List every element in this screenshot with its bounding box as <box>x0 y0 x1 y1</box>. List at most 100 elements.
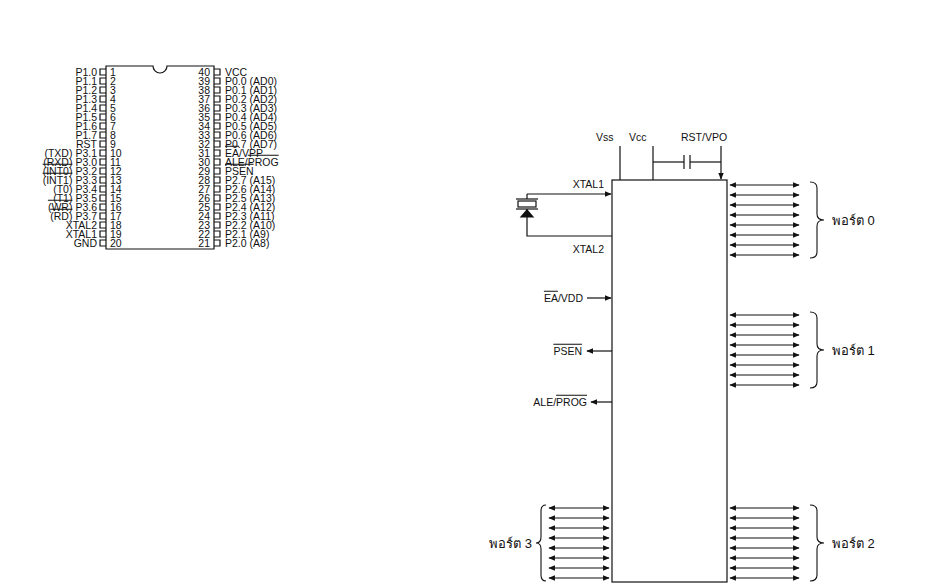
pin-stub <box>214 87 220 93</box>
port-arrow <box>730 234 799 235</box>
port-arrow <box>730 334 799 335</box>
capacitor-wire <box>653 161 684 162</box>
pin-stub <box>214 168 220 174</box>
pin-number: 20 <box>110 238 122 249</box>
signal-label: ALE/ <box>533 397 556 408</box>
pin-stub <box>214 186 220 192</box>
port-label: พอร์ต 0 <box>832 214 875 227</box>
pin-stub <box>214 78 220 84</box>
port-brace <box>810 312 824 388</box>
signal-label: PROG <box>556 397 587 408</box>
port-arrow <box>730 364 799 365</box>
psen-arrow <box>587 350 612 351</box>
pin-stub <box>100 123 106 129</box>
pin-stub <box>214 213 220 219</box>
pin-stub <box>100 69 106 75</box>
port-arrow <box>549 527 609 528</box>
pin-function: (A8) <box>250 238 270 249</box>
signal-label: /VDD <box>558 293 583 304</box>
port-arrow <box>730 184 799 185</box>
pin-stub <box>214 195 220 201</box>
pin-stub <box>100 186 106 192</box>
port-arrow <box>549 557 609 558</box>
port-arrow <box>730 527 799 528</box>
crystal-wire <box>527 209 612 236</box>
pin-stub <box>214 150 220 156</box>
port-brace <box>810 505 824 581</box>
port-arrow <box>730 224 799 225</box>
pin-stub <box>214 96 220 102</box>
port-arrow <box>730 244 799 245</box>
port-arrow <box>730 344 799 345</box>
pin-stub <box>100 177 106 183</box>
pin-stub <box>100 222 106 228</box>
vss-wire <box>619 146 620 180</box>
pin-stub <box>100 159 106 165</box>
pin-stub <box>214 141 220 147</box>
port-arrow <box>549 517 609 518</box>
supply-label: Vcc <box>629 132 647 143</box>
pin-stub <box>214 159 220 165</box>
crystal-symbol <box>518 201 536 207</box>
capacitor-wire <box>690 161 721 162</box>
port-label: พอร์ต 3 <box>489 537 532 550</box>
port-arrow <box>549 577 609 578</box>
pin-stub <box>100 96 106 102</box>
port-arrow <box>730 517 799 518</box>
pin-stub <box>214 222 220 228</box>
pin-stub <box>214 132 220 138</box>
port-arrow <box>730 374 799 375</box>
port-arrow <box>730 214 799 215</box>
pin-stub <box>100 168 106 174</box>
crystal-wire <box>527 193 611 194</box>
pin-stub <box>214 204 220 210</box>
supply-label: Vss <box>596 132 614 143</box>
pin-stub <box>214 105 220 111</box>
ale-arrow <box>591 401 612 402</box>
pin-name: GND <box>74 238 97 249</box>
pin-stub <box>100 114 106 120</box>
pin-stub <box>100 231 106 237</box>
pin-stub <box>214 69 220 75</box>
port-arrow <box>730 577 799 578</box>
mcu-block <box>612 180 727 582</box>
signal-label: XTAL1 <box>573 179 604 190</box>
port-arrow <box>730 567 799 568</box>
pin-stub <box>100 204 106 210</box>
port-arrow <box>730 507 799 508</box>
vcc-wire <box>652 146 653 180</box>
pin-stub <box>100 87 106 93</box>
port-arrow <box>549 547 609 548</box>
signal-label: PSEN <box>553 346 582 357</box>
capacitor-plate <box>683 155 684 169</box>
port-arrow <box>730 557 799 558</box>
port-arrow <box>730 324 799 325</box>
pin-stub <box>214 114 220 120</box>
pin-stub <box>100 213 106 219</box>
pin-stub <box>214 231 220 237</box>
port-arrow <box>549 537 609 538</box>
port-arrow <box>730 204 799 205</box>
port-arrow <box>730 384 799 385</box>
pin-stub <box>214 240 220 246</box>
signal-label: RST/VPO <box>681 132 727 143</box>
signal-label: XTAL2 <box>573 244 604 255</box>
port-brace <box>810 182 824 258</box>
pin-stub <box>100 240 106 246</box>
chip-body <box>106 66 214 249</box>
pin-stub <box>214 123 220 129</box>
crystal-plate <box>516 198 538 199</box>
signal-label: EA <box>544 293 558 304</box>
port-arrow <box>730 354 799 355</box>
pin-stub <box>100 141 106 147</box>
port-arrow <box>549 507 609 508</box>
port-arrow <box>730 254 799 255</box>
pin-name: P2.0 <box>225 238 247 249</box>
port-lines <box>536 182 824 581</box>
crystal-wire <box>526 194 527 199</box>
pin-stub <box>100 195 106 201</box>
pin-stub <box>214 177 220 183</box>
port-arrow <box>730 194 799 195</box>
pin-stubs <box>100 69 220 246</box>
